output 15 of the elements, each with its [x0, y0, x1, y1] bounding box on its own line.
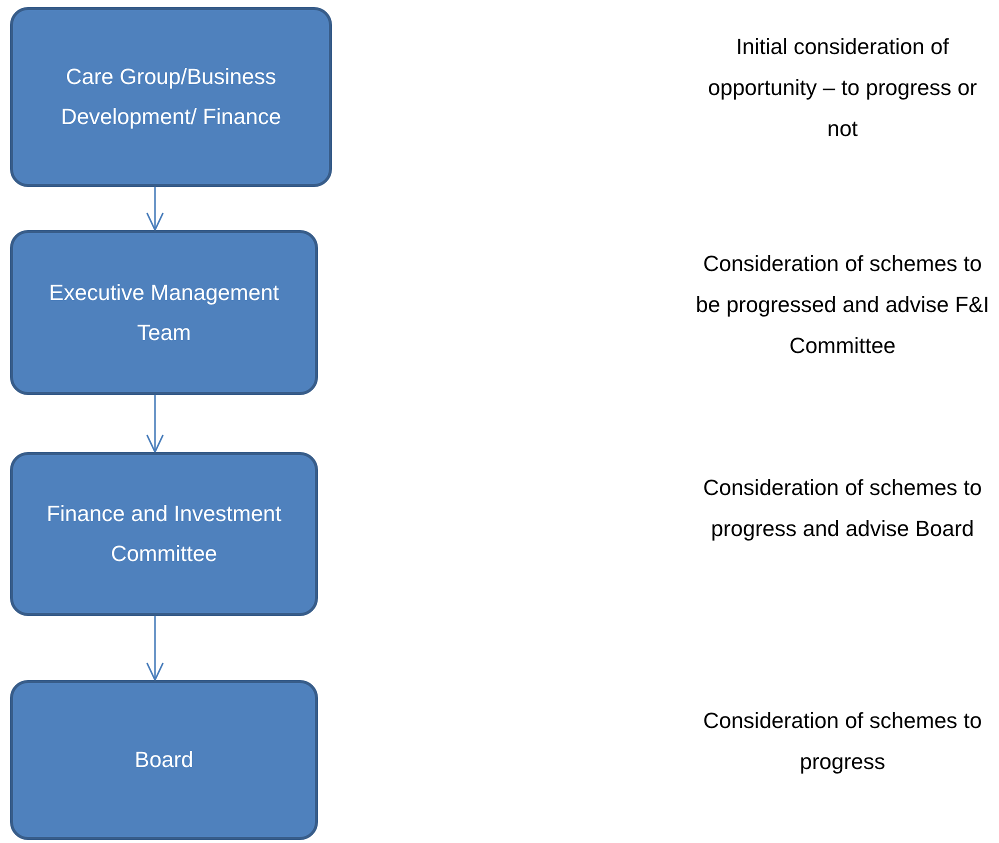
arrow: [146, 395, 164, 453]
process-box: [10, 7, 332, 187]
box-label: Finance and Investment Committee: [46, 500, 282, 568]
description-text: Consideration of schemes to progress and advise Board: [702, 474, 983, 543]
box-label: Executive Management Team: [48, 278, 280, 346]
process-box: [10, 230, 318, 395]
arrow: [146, 187, 164, 231]
process-box: [10, 452, 318, 616]
description-text: Consideration of schemes to be progressed and advise F&I Committee: [695, 250, 990, 360]
process-box: [10, 680, 318, 840]
description-text: Initial consideration of opportunity – to progress or not: [706, 33, 978, 143]
arrow: [146, 616, 164, 681]
box-label: Care Group/Business Development/ Finance: [60, 63, 282, 131]
box-label: Board: [134, 746, 194, 774]
description-text: Consideration of schemes to progress: [702, 707, 983, 776]
